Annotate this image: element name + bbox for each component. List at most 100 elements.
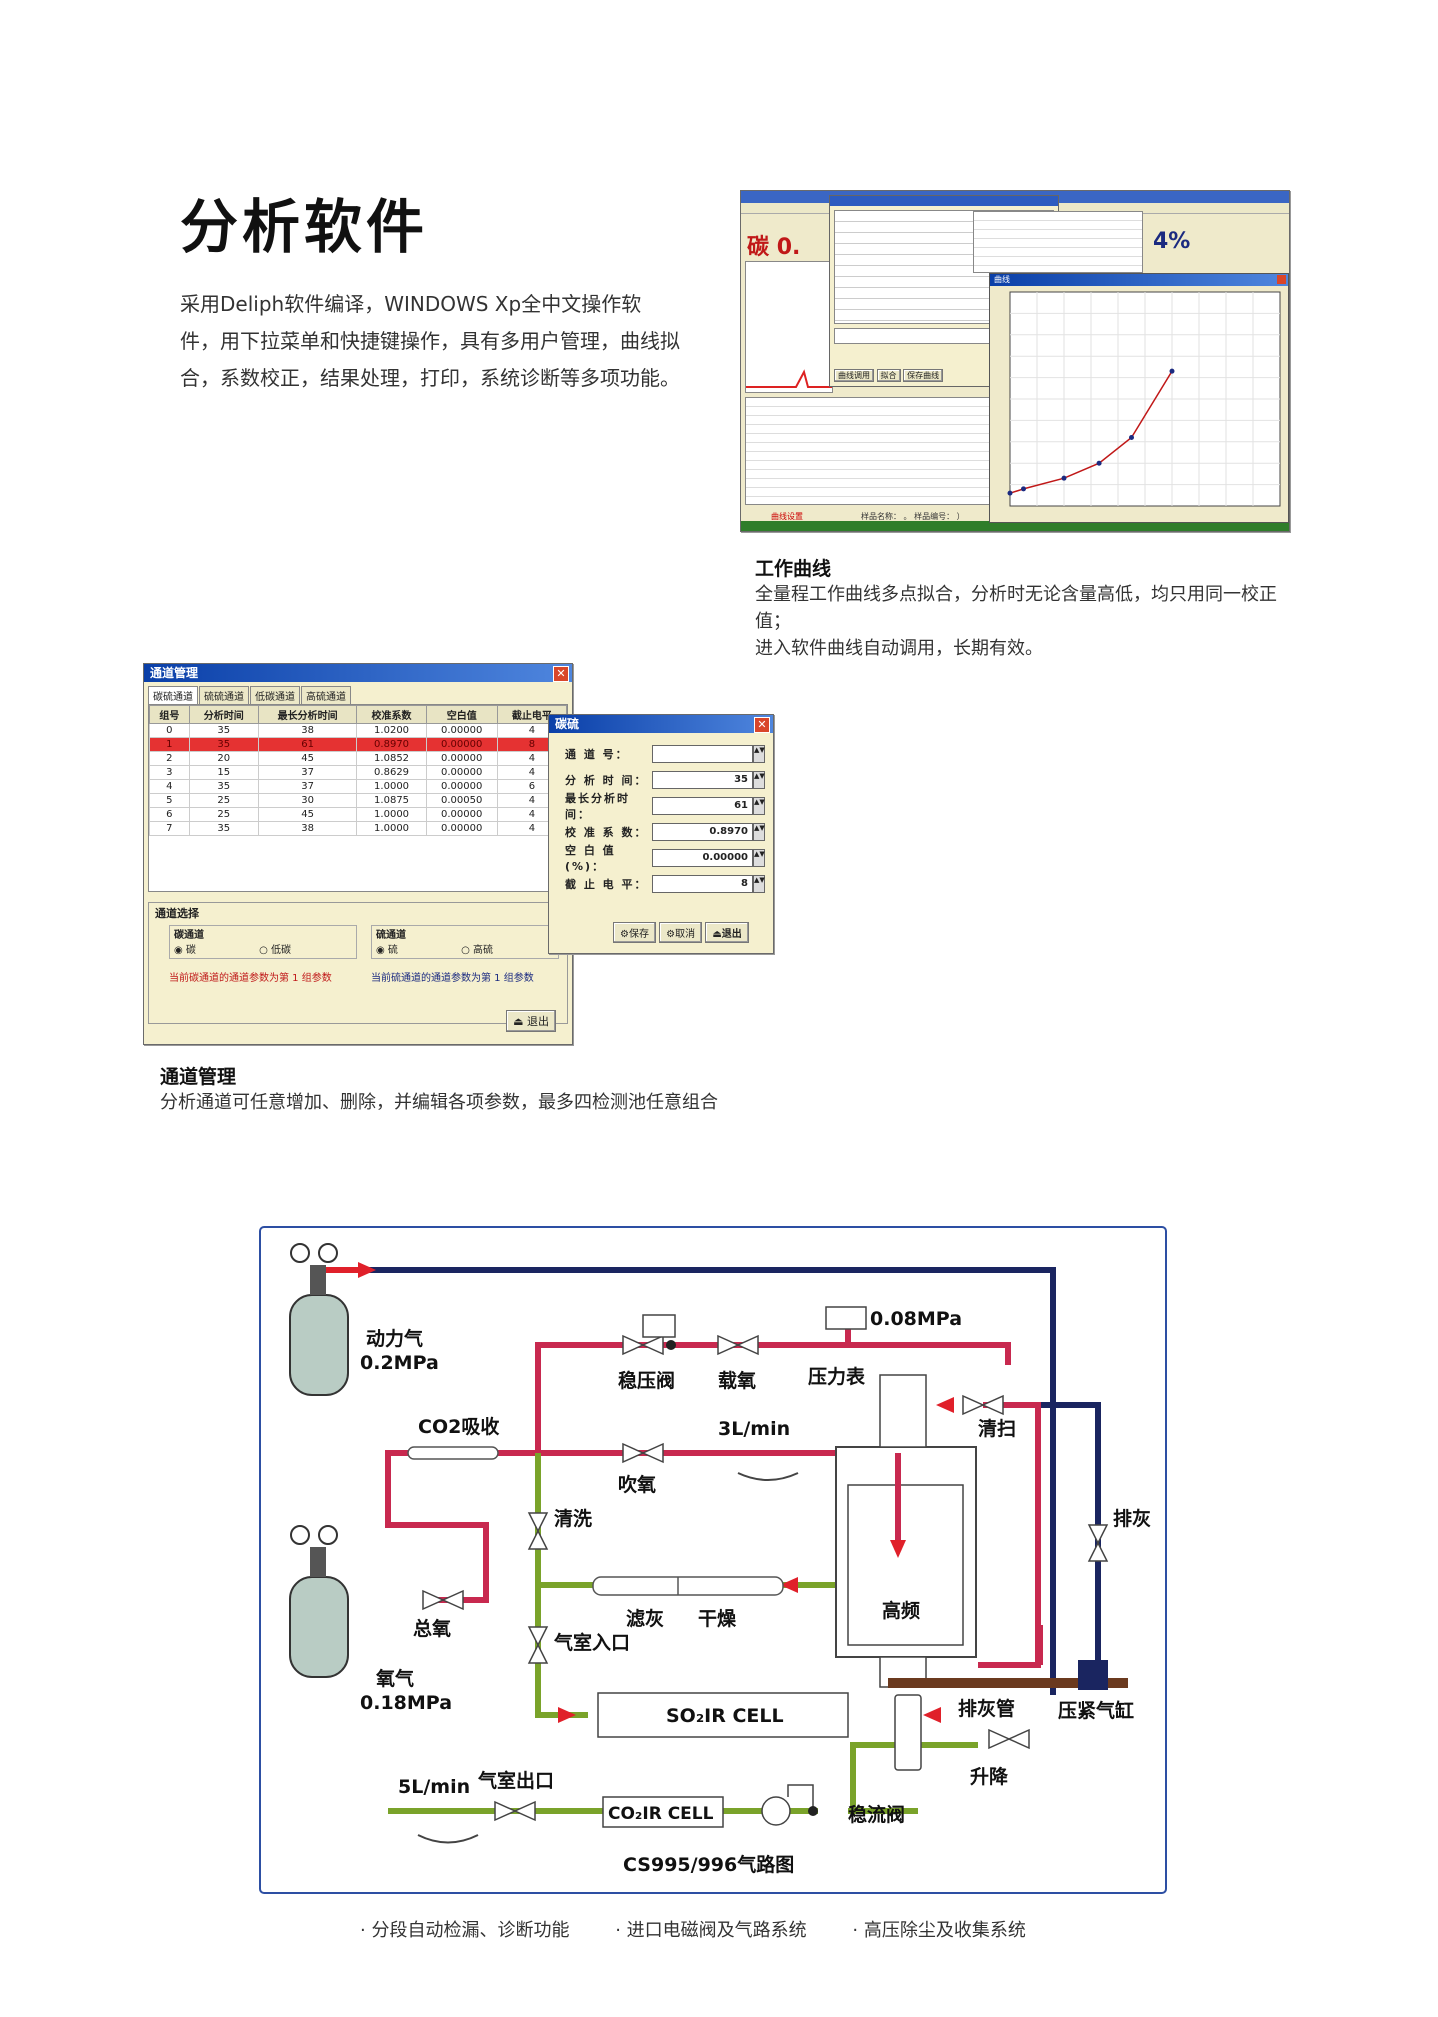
channel-tabs: 碳硫通道硫硫通道低碳通道高硫通道 xyxy=(144,682,572,704)
tab-low-carbon[interactable]: 低碳通道 xyxy=(250,686,300,704)
label-press-cylinder: 压紧气缸 xyxy=(1058,1699,1134,1722)
label-oxygen-pressure: 0.18MPa xyxy=(360,1692,452,1714)
spinner-icon[interactable]: ▲▼ xyxy=(753,849,765,867)
label-power-gas: 动力气 xyxy=(366,1327,423,1350)
table-cell: 0.8629 xyxy=(356,765,427,780)
column-header[interactable]: 分析时间 xyxy=(188,705,259,724)
carbon-group-label: 碳通道 xyxy=(174,930,204,941)
table-cell: 1.0000 xyxy=(356,807,427,822)
table-cell: 30 xyxy=(257,793,358,808)
dialog-exit-button[interactable]: ⏏退出 xyxy=(705,922,749,943)
table-cell: 6 xyxy=(149,807,190,822)
label-dry: 干燥 xyxy=(698,1608,737,1630)
table-cell: 1 xyxy=(149,737,190,752)
label-ash-exhaust: 排灰 xyxy=(1113,1507,1151,1530)
readout-value: 0. xyxy=(776,235,801,260)
field-row: 最长分析时间： 61▲▼ xyxy=(565,792,765,821)
field-input[interactable]: 8 xyxy=(652,875,753,893)
work-curve-chart xyxy=(1007,291,1281,507)
label-flow-valve: 稳流阀 xyxy=(848,1803,905,1826)
field-row: 分 析 时 间：35▲▼ xyxy=(565,767,765,793)
bullet-dust-removal: · 高压除尘及收集系统 xyxy=(852,1920,1026,1941)
field-label: 通 道 号： xyxy=(565,748,629,761)
tab-sulfur[interactable]: 硫硫通道 xyxy=(199,686,249,704)
curve-point xyxy=(1096,460,1102,466)
close-icon[interactable]: ✕ xyxy=(754,717,770,733)
curve-point xyxy=(1129,435,1134,441)
result-table[interactable] xyxy=(973,211,1143,273)
spinner-icon[interactable]: ▲▼ xyxy=(753,771,765,789)
table-cell: 0.00000 xyxy=(425,779,498,794)
field-input[interactable]: 0.8970 xyxy=(652,823,753,841)
field-row: 通 道 号： ▲▼ xyxy=(565,741,765,767)
column-header[interactable]: 组号 xyxy=(149,705,190,724)
feature-bullets: · 分段自动检漏、诊断功能 · 进口电磁阀及气路系统 · 高压除尘及收集系统 xyxy=(360,1916,1066,1942)
sample-label: 样品名称： 。 样品编号： ） xyxy=(861,512,965,521)
field-input[interactable]: 0.00000 xyxy=(652,849,753,867)
label-main-oxygen: 总氧 xyxy=(413,1617,451,1640)
label-gauge: 压力表 xyxy=(808,1365,866,1388)
tab-high-sulfur[interactable]: 高硫通道 xyxy=(301,686,351,704)
field-input[interactable]: 35 xyxy=(652,771,753,789)
table-cell: 45 xyxy=(257,751,358,766)
cancel-button[interactable]: ⚙取消 xyxy=(659,922,703,943)
exit-button[interactable]: ⏏ 退出 xyxy=(506,1010,556,1032)
sulfur-group-label: 硫通道 xyxy=(376,930,406,941)
table-cell: 20 xyxy=(188,751,259,766)
label-ash-pipe: 排灰管 xyxy=(958,1697,1015,1720)
table-cell: 0.00000 xyxy=(425,723,498,738)
curve-point xyxy=(1169,368,1175,374)
label-power-pressure: 0.2MPa xyxy=(360,1352,439,1374)
close-icon[interactable] xyxy=(1277,275,1286,284)
field-row: 截 止 电 平：8▲▼ xyxy=(565,871,765,897)
table-cell: 0.00000 xyxy=(425,751,498,766)
gas-path-diagram: 动力气 0.2MPa CO2吸收 总氧 氧气 0.18MPa 稳压阀 载氧 压力… xyxy=(259,1226,1167,1894)
curve-point xyxy=(1061,475,1067,481)
radio-sulfur[interactable]: ◉ 硫 xyxy=(376,945,398,956)
save-button[interactable]: ⚙保存 xyxy=(613,922,656,943)
spinner-icon[interactable]: ▲▼ xyxy=(753,875,765,893)
radio-high-sulfur[interactable]: ○ 高硫 xyxy=(461,945,493,956)
diagram-title: CS995/996气路图 xyxy=(623,1853,794,1876)
table-cell: 0.00000 xyxy=(425,765,498,780)
spinner-icon[interactable]: ▲▼ xyxy=(753,823,765,841)
column-header[interactable]: 空白值 xyxy=(425,705,498,724)
spinner-icon[interactable]: ▲▼ xyxy=(753,745,765,763)
radio-low-carbon[interactable]: ○ 低碳 xyxy=(259,945,291,956)
tab-carbon[interactable]: 碳硫通道 xyxy=(148,686,198,704)
label-chamber-out: 气室出口 xyxy=(477,1769,554,1792)
element-label: 碳 xyxy=(747,235,770,260)
table-cell: 2 xyxy=(149,751,190,766)
table-cell: 37 xyxy=(257,765,358,780)
table-cell: 35 xyxy=(188,737,259,752)
radio-carbon[interactable]: ◉ 碳 xyxy=(174,945,196,956)
peak-chart xyxy=(745,261,833,393)
load-curve-button[interactable]: 曲线调用 xyxy=(834,369,874,382)
column-header[interactable]: 校准系数 xyxy=(356,705,427,724)
field-label: 最长分析时间： xyxy=(565,792,630,821)
table-cell: 0.00000 xyxy=(425,737,498,752)
label-flow-3: 3L/min xyxy=(718,1418,790,1440)
save-curve-button[interactable]: 保存曲线 xyxy=(903,369,944,382)
field-input[interactable]: 61 xyxy=(652,797,753,815)
spinner-icon[interactable]: ▲▼ xyxy=(753,797,765,815)
close-icon[interactable]: ✕ xyxy=(553,666,569,682)
intro-text: 采用Deliph软件编译，WINDOWS Xp全中文操作软件，用下拉菜单和快捷键… xyxy=(180,292,680,390)
edit-dialog: 碳硫✕ 通 道 号：▲▼分 析 时 间：35▲▼最长分析时间：61▲▼校 准 系… xyxy=(548,714,774,954)
field-input[interactable] xyxy=(652,745,753,763)
label-furnace: 高频 xyxy=(882,1599,920,1622)
label-purge: 清扫 xyxy=(978,1417,1016,1440)
fit-button[interactable]: 拟合 xyxy=(876,369,901,382)
sample-table[interactable] xyxy=(745,397,993,505)
curve-window-title: 曲线 xyxy=(994,275,1010,284)
column-header[interactable]: 最长分析时间 xyxy=(257,705,358,724)
